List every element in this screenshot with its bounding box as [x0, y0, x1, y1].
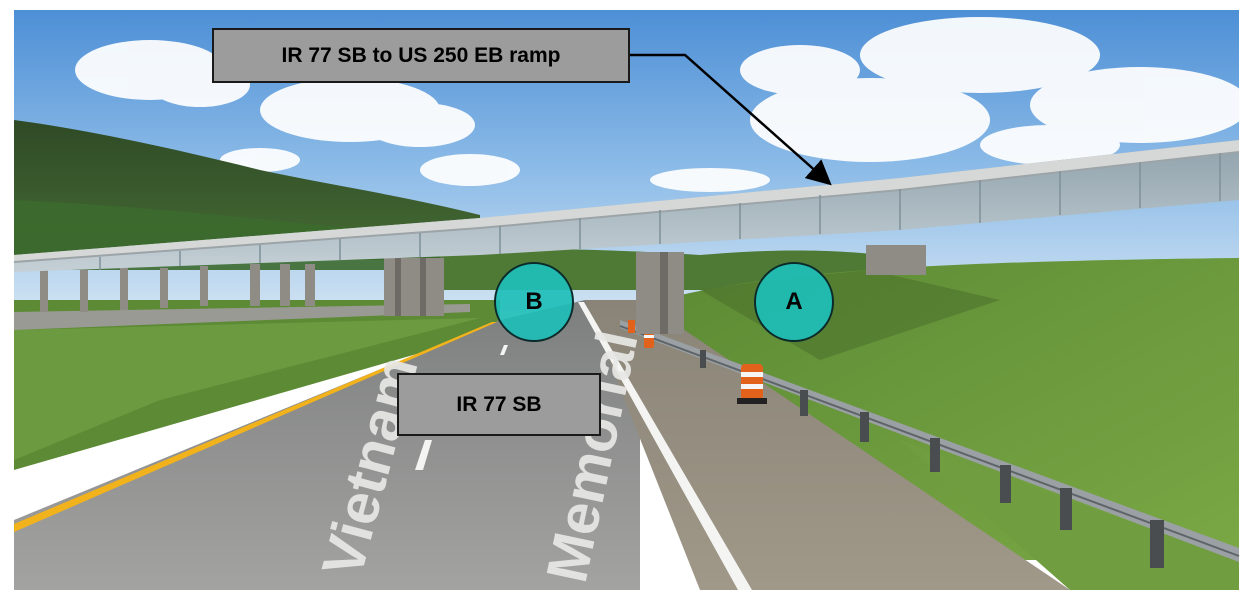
- callout-arrow: [630, 53, 832, 186]
- marker-b: B: [494, 262, 574, 342]
- mainline-label: IR 77 SB: [397, 373, 601, 436]
- girder-ribs: [99, 153, 1221, 270]
- ramp-label: IR 77 SB to US 250 EB ramp: [212, 28, 630, 83]
- guardrail: [619, 320, 1240, 568]
- center-line: [14, 322, 497, 532]
- lane-dashes: [415, 345, 508, 470]
- traffic-barrels: [628, 320, 767, 404]
- marker-a: A: [754, 262, 834, 342]
- edge-line: [578, 302, 752, 590]
- clouds: [75, 17, 1250, 192]
- roadway: [14, 300, 640, 590]
